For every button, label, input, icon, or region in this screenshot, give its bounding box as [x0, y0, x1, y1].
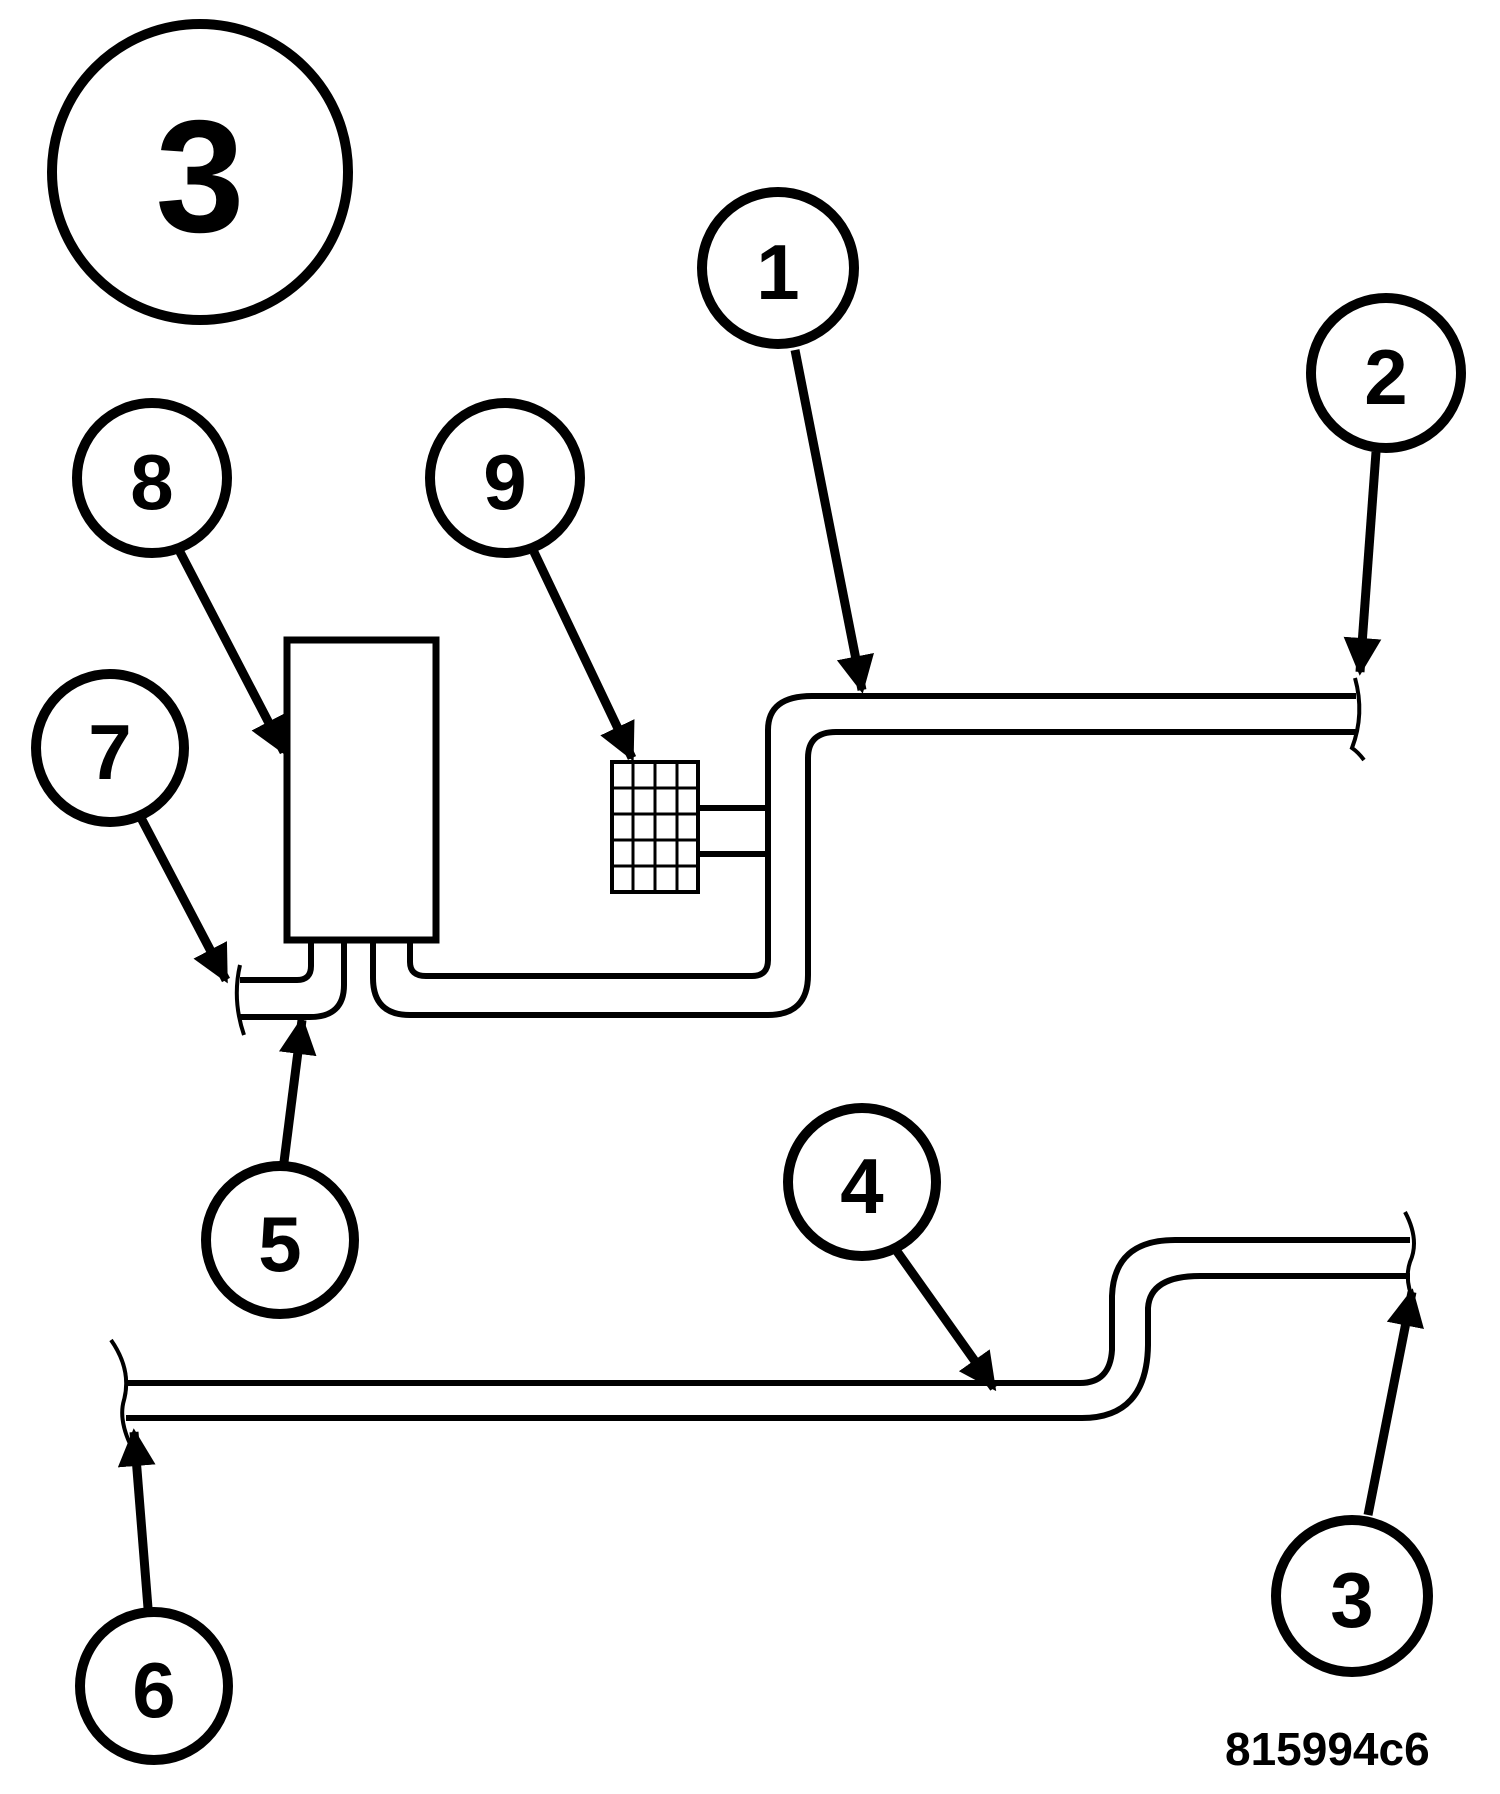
module-box	[283, 636, 440, 944]
callout-2: 2	[1306, 293, 1466, 453]
leader-3	[1363, 1288, 1424, 1516]
lower-pipe-cut-left	[109, 1338, 134, 1449]
callout-9-label: 9	[483, 438, 526, 526]
callout-7: 7	[31, 669, 189, 827]
callout-8-label: 8	[130, 438, 173, 526]
upper-pipe-cut-end	[1349, 677, 1366, 762]
upper-pipe-outer	[370, 729, 1356, 1018]
callout-3-label: 3	[1330, 1556, 1373, 1644]
left-pipe-inner	[240, 940, 314, 983]
leader-9	[529, 550, 637, 762]
callout-1: 1	[697, 187, 859, 349]
lower-pipe-bottom	[126, 1273, 1410, 1421]
callout-3: 3	[1271, 1515, 1433, 1677]
view-number-callout: 3	[47, 19, 353, 325]
leader-7	[136, 813, 230, 984]
lower-pipe-top	[126, 1237, 1410, 1386]
lower-pipe-cut-right	[1403, 1211, 1416, 1303]
callout-5: 5	[201, 1161, 359, 1319]
left-pipe-cut-end	[234, 964, 246, 1036]
leader-5	[278, 1016, 317, 1163]
callout-8: 8	[72, 398, 232, 558]
leader-4	[892, 1247, 998, 1392]
callout-1-label: 1	[756, 228, 799, 316]
callout-7-label: 7	[88, 708, 131, 796]
callout-4: 4	[783, 1103, 941, 1261]
leader-1	[790, 349, 874, 694]
callout-4-label: 4	[840, 1142, 883, 1230]
callout-2-label: 2	[1364, 333, 1407, 421]
callout-6-label: 6	[132, 1646, 175, 1734]
upper-pipe-inner	[407, 693, 1356, 979]
view-number-ring	[47, 19, 353, 325]
leader-2	[1343, 451, 1382, 676]
leader-6	[117, 1428, 156, 1609]
figure-code: 815994c6	[1225, 1723, 1430, 1775]
callout-9: 9	[425, 398, 585, 558]
callout-6: 6	[75, 1607, 233, 1765]
grid-element	[610, 760, 700, 894]
callout-5-label: 5	[258, 1200, 301, 1288]
leader-8	[176, 549, 288, 756]
view-number-label: 3	[156, 87, 245, 266]
